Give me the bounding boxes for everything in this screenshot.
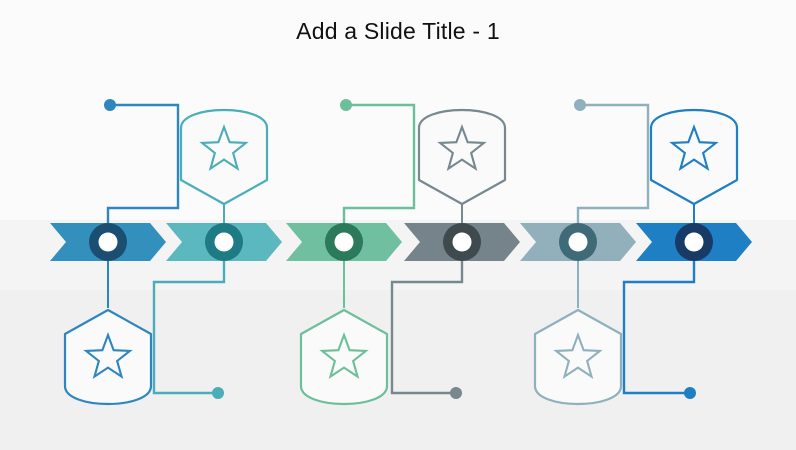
badge-layer (63, 108, 739, 406)
step-4-connector-dot (450, 387, 462, 399)
step-4-connector-line (390, 258, 464, 395)
step-1-connector-line (106, 103, 180, 226)
step-6-star-icon (669, 123, 719, 172)
step-1-marker-center (98, 232, 118, 252)
step-1-connector-dot (104, 99, 116, 111)
step-2-connector-dot (212, 387, 224, 399)
step-3-star-icon (319, 331, 369, 380)
step-2-marker-center (214, 232, 234, 252)
step-5-badge[interactable] (533, 308, 623, 406)
step-5-marker-center (568, 232, 588, 252)
step-4-badge[interactable] (417, 108, 507, 206)
step-1-badge[interactable] (63, 308, 153, 406)
step-2-badge[interactable] (179, 108, 269, 206)
step-6-marker-center (684, 232, 704, 252)
step-4-star-icon (437, 123, 487, 172)
step-5-connector-line (576, 103, 650, 226)
chevron-layer (50, 223, 752, 261)
step-5-star-icon (553, 331, 603, 380)
step-1-star-icon (83, 331, 133, 380)
step-3-marker-center (334, 232, 354, 252)
step-3-connector-line (342, 103, 416, 226)
step-4-marker-center (452, 232, 472, 252)
step-3-badge[interactable] (299, 308, 389, 406)
marker-layer (89, 223, 713, 261)
step-2-connector-line (152, 258, 226, 395)
page-title: Add a Slide Title - 1 (296, 18, 500, 44)
step-6-connector-line (622, 258, 696, 395)
step-2-star-icon (199, 123, 249, 172)
step-5-connector-dot (574, 99, 586, 111)
step-3-connector-dot (340, 99, 352, 111)
connector-layer (104, 99, 696, 399)
step-6-connector-dot (684, 387, 696, 399)
step-6-badge[interactable] (649, 108, 739, 206)
